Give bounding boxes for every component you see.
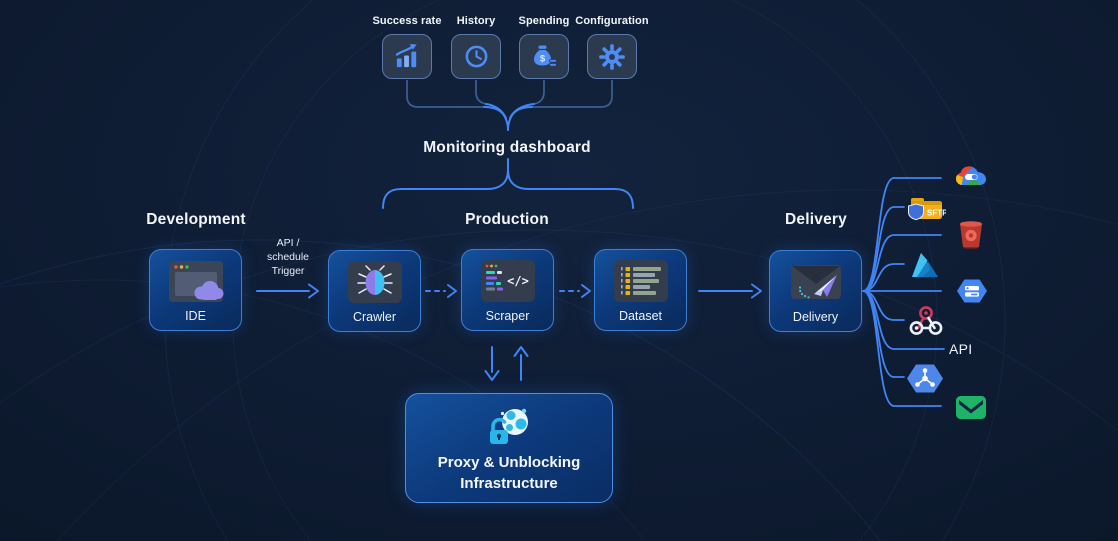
cloud-storage-icon [957,279,987,303]
ide-window-icon [168,261,223,302]
proxy-lock-globe-icon [490,408,528,444]
api-label: API [949,341,973,357]
proxy-unblocking-box: Proxy & Unblocking Infrastructure [405,393,613,503]
code-glyph: </> [507,274,529,288]
section-production: Production [465,211,549,228]
gear-icon [599,43,625,70]
metric-label-spending: Spending [518,15,570,27]
metric-label-success-rate: Success rate [372,15,442,27]
metric-box-history [451,34,501,79]
code-editor-icon: </> [485,264,529,291]
monitoring-dashboard-title: Monitoring dashboard [423,139,591,156]
metric-box-spending: $ [519,34,569,79]
ide-node: IDE [149,249,242,331]
metric-box-success-rate [382,34,432,79]
metric-box-configuration [587,34,637,79]
amazon-s3-icon [960,221,982,249]
scraper-label: Scraper [485,309,530,323]
money-bag-icon: $ [534,45,557,66]
email-icon [956,396,986,419]
dataset-list-icon [620,267,661,295]
webhook-icon [909,306,943,335]
sftp-icon: SFTP [908,198,946,221]
trigger-label: API / schedule Trigger [266,237,310,277]
google-cloud-icon [956,166,986,186]
section-development: Development [146,211,246,228]
ide-label: IDE [185,309,206,323]
proxy-title-line1: Proxy & Unblocking [437,454,581,471]
scraper-node: </> Scraper [461,249,554,331]
bug-icon [356,265,393,295]
crawler-label: Crawler [352,310,397,324]
azure-icon [912,253,938,277]
delivery-label: Delivery [792,310,839,324]
sftp-label: SFTP [927,209,946,218]
metric-label-history: History [456,15,496,27]
dataset-node: Dataset [594,249,687,331]
pubsub-icon [907,364,943,393]
section-delivery: Delivery [785,211,847,228]
proxy-title-line2: Infrastructure [460,475,558,492]
dataset-label: Dataset [618,309,663,323]
clock-icon [465,45,487,68]
svg-text:$: $ [540,53,546,64]
metric-label-configuration: Configuration [575,15,649,27]
delivery-envelope-icon [790,265,841,299]
crawler-node: Crawler [328,250,421,332]
delivery-node: Delivery [769,250,862,332]
bar-chart-up-icon [395,43,417,68]
